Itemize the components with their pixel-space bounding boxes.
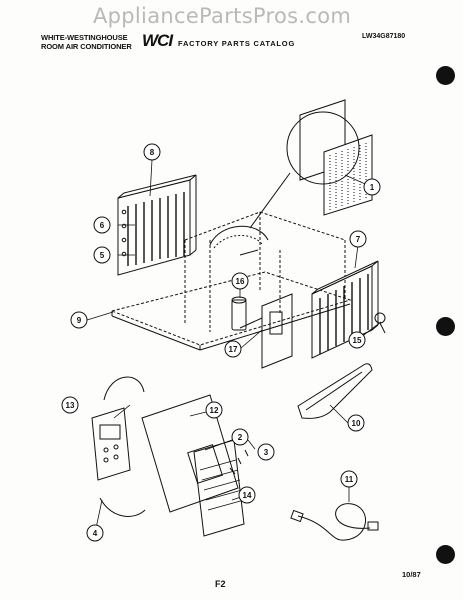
callout-4: 4 bbox=[86, 524, 104, 542]
catalog-date: 10/87 bbox=[402, 570, 421, 579]
condenser-coil bbox=[311, 260, 379, 359]
callout-label: 3 bbox=[264, 448, 269, 457]
callout-13: 13 bbox=[61, 396, 79, 414]
model-code: LW34G87180 bbox=[362, 33, 406, 40]
callouts: 1 2 3 4 5 6 7 8 9 10 11 12 13 14 15 16 1… bbox=[61, 143, 381, 542]
callout-label: 8 bbox=[150, 148, 155, 157]
binder-hole bbox=[436, 66, 455, 85]
callout-14: 14 bbox=[238, 486, 256, 504]
callout-label: 1 bbox=[370, 183, 375, 192]
callout-label: 7 bbox=[356, 235, 361, 244]
callout-7: 7 bbox=[349, 230, 367, 248]
callout-6: 6 bbox=[93, 216, 111, 234]
screws bbox=[229, 449, 249, 475]
callout-label: 14 bbox=[243, 491, 252, 500]
wire-lead bbox=[99, 497, 146, 517]
rotary-switch bbox=[91, 376, 145, 481]
callout-17: 17 bbox=[224, 340, 242, 358]
binder-hole bbox=[436, 545, 455, 564]
callout-8: 8 bbox=[143, 143, 161, 161]
callout-1: 1 bbox=[363, 178, 381, 196]
callout-16: 16 bbox=[231, 272, 249, 290]
power-cord bbox=[290, 503, 379, 541]
control-bracket bbox=[239, 293, 293, 369]
binder-hole bbox=[436, 317, 455, 336]
capacitor bbox=[231, 296, 247, 331]
brand-line-2: ROOM AIR CONDITIONER bbox=[41, 42, 132, 51]
callout-11: 11 bbox=[340, 470, 358, 488]
filter-detail-circle bbox=[286, 111, 360, 185]
drain-pan bbox=[297, 363, 373, 419]
callout-5: 5 bbox=[93, 246, 111, 264]
chassis-frame bbox=[184, 211, 346, 332]
blower-housing bbox=[209, 225, 269, 256]
callout-label: 4 bbox=[93, 529, 98, 538]
callout-label: 9 bbox=[77, 316, 82, 325]
callout-label: 17 bbox=[229, 345, 238, 354]
page-code: F2 bbox=[215, 579, 226, 589]
wci-logo: WCI bbox=[142, 31, 173, 50]
evaporator-coil bbox=[117, 174, 197, 276]
callout-label: 10 bbox=[352, 419, 361, 428]
callout-label: 12 bbox=[210, 406, 219, 415]
callout-15: 15 bbox=[348, 331, 366, 349]
brand-header: WHITE-WESTINGHOUSE ROOM AIR CONDITIONER bbox=[41, 33, 132, 51]
callout-3: 3 bbox=[257, 443, 275, 461]
callout-label: 6 bbox=[100, 221, 105, 230]
callout-9: 9 bbox=[70, 311, 88, 329]
callout-label: 15 bbox=[353, 336, 362, 345]
catalog-title: FACTORY PARTS CATALOG bbox=[178, 39, 296, 48]
callout-12: 12 bbox=[205, 401, 223, 419]
front-grille-and-filter bbox=[299, 99, 373, 216]
watermark: AppliancePartsPros.com bbox=[93, 4, 352, 28]
callout-label: 5 bbox=[100, 251, 105, 260]
callout-label: 2 bbox=[238, 433, 243, 442]
control-assembly bbox=[141, 394, 245, 537]
callout-10: 10 bbox=[347, 414, 365, 432]
callout-label: 13 bbox=[66, 401, 75, 410]
brand-line-1: WHITE-WESTINGHOUSE bbox=[41, 33, 128, 42]
callout-label: 11 bbox=[345, 475, 354, 484]
callout-label: 16 bbox=[236, 277, 245, 286]
base-pan bbox=[110, 271, 352, 351]
callout-2: 2 bbox=[231, 428, 249, 446]
